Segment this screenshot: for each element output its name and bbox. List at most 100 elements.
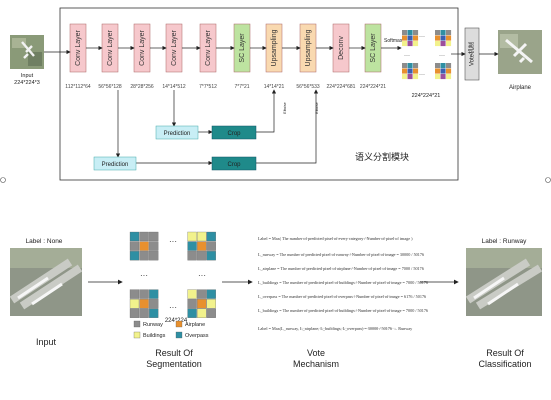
grid-dims: 224*224*21 <box>412 93 441 99</box>
layer-label: Conv Layer <box>171 29 178 65</box>
grid-cell <box>402 74 408 80</box>
ellipsis: ··· <box>419 34 425 40</box>
grid-cell <box>435 30 441 36</box>
vote-formula: L_runway = The number of predicted pixel… <box>258 252 424 257</box>
result-cell <box>206 308 216 318</box>
ellipsis: ··· <box>404 53 410 59</box>
seg-caption-1: Result Of <box>155 348 193 358</box>
edge-marker-right <box>545 177 551 183</box>
eltwise-label-1: Eltwise <box>283 102 287 113</box>
layer-dims: 28*28*256 <box>130 84 154 90</box>
legend-label: Runway <box>143 322 163 328</box>
legend-label: Buildings <box>143 333 166 339</box>
ellipsis: ··· <box>439 53 445 59</box>
vote-formula: Label = Max( The number of predicted pix… <box>258 236 413 241</box>
grid-cell <box>407 63 413 69</box>
top-input-image <box>10 35 44 69</box>
layer-dims: 56*56*533 <box>296 84 320 90</box>
vote-caption-1: Vote <box>307 348 325 358</box>
branch-arrow <box>256 89 277 133</box>
result-cell <box>129 251 140 261</box>
grid-cell <box>407 30 413 36</box>
layer-label: Upsampling <box>305 29 312 66</box>
result-cell <box>187 289 197 299</box>
grid-cell <box>407 35 413 41</box>
grid-cell <box>413 35 419 41</box>
branch-arrow <box>256 89 319 164</box>
layer-label: Conv Layer <box>107 29 114 65</box>
layer-dims: 14*14*21 <box>264 84 285 90</box>
bottom-pipeline: Label : None Input ············ 224*224 … <box>9 231 543 369</box>
result-cell <box>187 299 197 309</box>
bottom-input-tag: Label : None <box>26 238 63 245</box>
legend-label: Overpass <box>185 333 209 339</box>
legend-item-buildings: Buildings <box>133 331 166 339</box>
result-cell <box>139 299 149 309</box>
result-cell <box>187 251 197 261</box>
eltwise-label-2: Eltwise <box>315 102 319 113</box>
grid-cell <box>435 63 441 69</box>
result-cell <box>206 241 216 251</box>
result-cell <box>149 308 159 318</box>
ellipsis: ··· <box>169 237 177 246</box>
result-cell <box>129 299 140 309</box>
grid-cell <box>446 68 452 74</box>
result-cell <box>197 289 207 299</box>
result-cell <box>129 241 140 251</box>
edge-marker-left <box>0 177 6 183</box>
crop-label-2: Crop <box>227 162 241 168</box>
grid-cell <box>446 41 452 47</box>
result-cell <box>129 231 140 242</box>
result-cell <box>129 308 140 318</box>
result-cell <box>187 231 197 242</box>
result-cell <box>206 231 216 242</box>
vote-formulas: Label = Max( The number of predicted pix… <box>258 236 428 332</box>
crop-box-1 <box>211 125 257 140</box>
prediction-box-1 <box>155 125 199 140</box>
top-architecture: Input 224*224*3 Conv Layer112*112*64Conv… <box>10 7 542 181</box>
grid-cell <box>402 41 408 47</box>
crop-box-2 <box>211 156 257 171</box>
grid-cell <box>440 35 446 41</box>
legend-label: Airplane <box>185 322 205 328</box>
grid-cell <box>413 63 419 69</box>
vote-label: Vote机制 <box>468 42 476 66</box>
result-cell <box>187 308 197 318</box>
vote-formula: Label = Max(L_runway, L_airplane, L_buil… <box>258 326 413 332</box>
layer-8: Upsampling 56*56*533 <box>296 23 320 90</box>
vote-caption-2: Mechanism <box>293 359 339 369</box>
grid-cell <box>440 30 446 36</box>
result-cell <box>129 289 140 299</box>
output-caption-2: Classification <box>478 359 531 369</box>
layer-dims: 7*7*512 <box>199 84 217 90</box>
prediction-box-2 <box>93 156 137 171</box>
grid-cell <box>402 68 408 74</box>
layer-label: Conv Layer <box>75 29 82 65</box>
vote-formula: L_overpass = The number of predicted pix… <box>258 294 426 299</box>
result-cell <box>197 299 207 309</box>
bottom-output-tag: Label : Runway <box>482 238 528 245</box>
grid-cell <box>413 30 419 36</box>
ellipsis: ··· <box>140 271 148 280</box>
result-cell <box>139 231 149 242</box>
ellipsis: ··· <box>169 303 177 312</box>
grid-cell <box>440 41 446 47</box>
grid-cell <box>435 35 441 41</box>
seg-caption-2: Segmentation <box>146 359 202 369</box>
top-output-image <box>498 30 542 74</box>
layer-dims: 224*224*21 <box>360 84 386 90</box>
legend-item-runway: Runway <box>133 320 163 328</box>
result-cell <box>139 251 149 261</box>
layer-dims: 14*14*512 <box>162 84 186 90</box>
top-input-label: Input <box>21 73 34 79</box>
layer-dims: 7*7*21 <box>234 84 249 90</box>
vote-formula: L_buildings = The number of predicted pi… <box>258 280 428 285</box>
result-cell <box>149 231 159 242</box>
